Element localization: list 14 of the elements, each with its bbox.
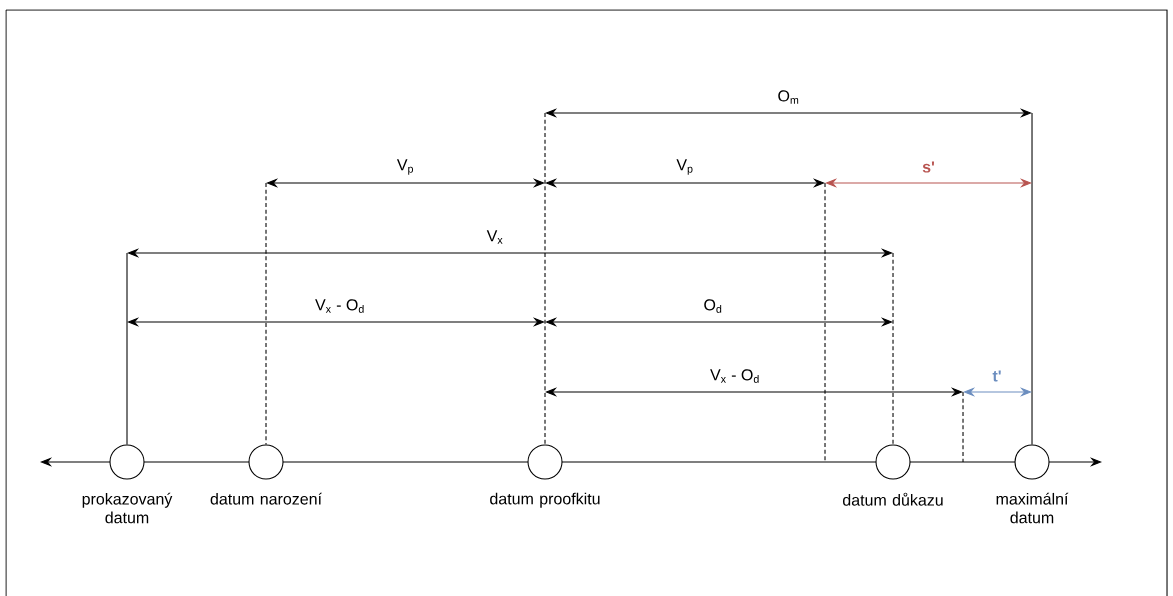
dimension-label: V$_{x}$ - O$_{d}$	[315, 299, 364, 313]
date-label: datum proofkitu	[490, 492, 600, 508]
dimension-label: O$_{d}$	[704, 299, 722, 313]
date-label: datum narození	[210, 492, 322, 505]
date-label: maximální datum	[996, 492, 1069, 524]
dimension-label: t'	[992, 370, 1001, 382]
dimension-label: V$_{p}$	[676, 159, 693, 175]
dimension-label: s'	[922, 161, 935, 173]
date-label: datum důkazu	[843, 492, 943, 506]
dimension-label: V$_{x}$ - O$_{d}$	[710, 369, 759, 383]
date-label: prokazovaný datum	[82, 492, 173, 524]
dimension-label: V$_{x}$	[486, 230, 503, 244]
dimension-label: O$_{m}$	[778, 90, 799, 104]
dimension-label: V$_{p}$	[396, 159, 413, 175]
